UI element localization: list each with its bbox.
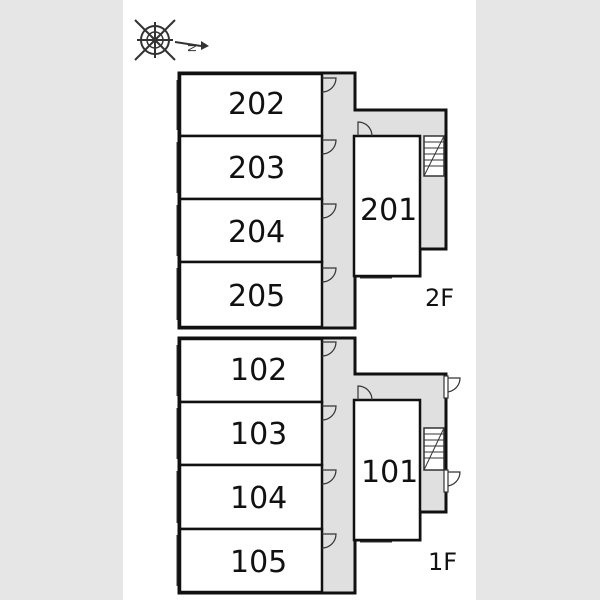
room-105: [178, 527, 324, 594]
floor-label-1f: 1F: [428, 548, 457, 576]
floor-1-plan: 102 103 104 105 101 1F: [176, 336, 461, 595]
door-icon: [321, 77, 373, 283]
room-label-204: 204: [228, 215, 285, 250]
room-label-102: 102: [230, 353, 287, 388]
room-label-205: 205: [228, 279, 285, 314]
room-label-101: 101: [361, 455, 418, 490]
room-label-202: 202: [228, 87, 285, 122]
window-icon: [176, 80, 392, 320]
compass-north-label: N: [185, 44, 198, 52]
room-label-103: 103: [230, 417, 287, 452]
room-label-201: 201: [360, 193, 417, 228]
floor-label-2f: 2F: [425, 284, 454, 312]
room-label-104: 104: [230, 481, 287, 516]
room-201: [352, 134, 422, 278]
floor-2-plan: 202 203 204 205 201 2F: [176, 71, 454, 330]
room-204: [178, 197, 324, 264]
room-205: [178, 260, 324, 329]
room-102: [178, 337, 324, 404]
stair-icon: [423, 427, 445, 471]
room-label-203: 203: [228, 151, 285, 186]
room-101: [352, 398, 422, 542]
compass-icon: [134, 19, 209, 61]
room-203: [178, 134, 324, 201]
room-label-105: 105: [230, 545, 287, 580]
stair-icon: [423, 135, 445, 177]
window-icon: [176, 345, 392, 586]
exterior-door-icon: [443, 375, 449, 493]
room-202: [178, 72, 324, 138]
